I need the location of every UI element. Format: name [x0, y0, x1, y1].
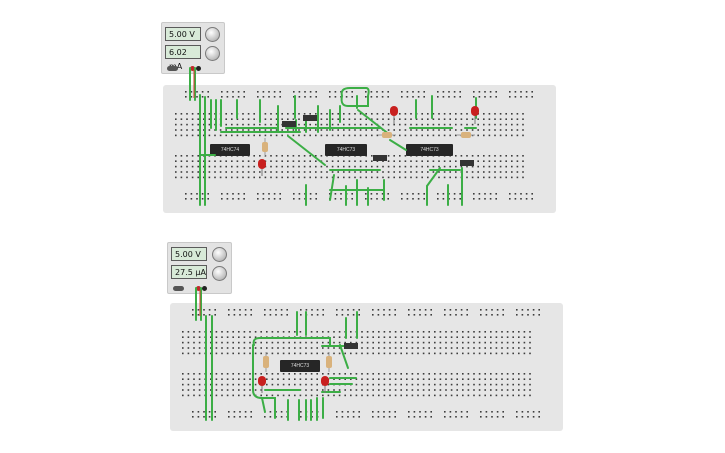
ic-chip-74hc73-c[interactable]: 74HC73: [280, 360, 320, 372]
resistor: [263, 352, 269, 372]
led-red: [258, 159, 266, 176]
led-red: [390, 106, 398, 124]
positive-terminal-icon[interactable]: [196, 286, 201, 291]
power-switch-icon[interactable]: [173, 286, 184, 291]
voltage-display: 5.00 V: [171, 247, 207, 261]
wire: [329, 174, 335, 201]
voltage-display: 5.00 V: [165, 27, 201, 41]
resistor: [378, 132, 396, 138]
negative-terminal-icon[interactable]: [196, 66, 201, 71]
positive-terminal-icon[interactable]: [190, 66, 195, 71]
resistor: [326, 352, 332, 372]
led-red: [321, 376, 329, 393]
slide-switch: [344, 343, 358, 349]
wire: [357, 109, 391, 136]
power-switch-icon[interactable]: [167, 66, 178, 71]
wire: [261, 397, 266, 413]
power-supply-2[interactable]: 5.00 V 27.5 µA: [167, 242, 232, 294]
voltage-knob-icon[interactable]: [205, 27, 220, 42]
current-knob-icon[interactable]: [212, 266, 227, 281]
led-red: [471, 106, 479, 124]
ic-chip-74hc74[interactable]: 74HC74: [210, 144, 250, 156]
wire: [252, 337, 331, 346]
ic-chip-74hc73-a[interactable]: 74HC73: [325, 144, 367, 156]
wire: [339, 344, 349, 369]
slide-switch: [282, 121, 296, 127]
breadboard-2[interactable]: [170, 303, 563, 431]
voltage-knob-icon[interactable]: [212, 247, 227, 262]
ic-chip-74hc73-b[interactable]: 74HC73: [406, 144, 453, 156]
led-red: [258, 376, 266, 393]
wire: [389, 139, 407, 151]
slide-switch: [303, 115, 317, 121]
power-supply-1[interactable]: 5.00 V 6.02 mA: [161, 22, 225, 74]
wire: [287, 135, 326, 166]
negative-terminal-icon[interactable]: [202, 286, 207, 291]
current-display: 27.5 µA: [171, 265, 207, 279]
wire: [340, 87, 370, 107]
wire: [426, 167, 441, 187]
resistor: [262, 138, 268, 156]
slide-switch: [460, 160, 474, 166]
resistor: [457, 132, 475, 138]
current-knob-icon[interactable]: [205, 46, 220, 61]
slide-switch: [373, 155, 387, 161]
